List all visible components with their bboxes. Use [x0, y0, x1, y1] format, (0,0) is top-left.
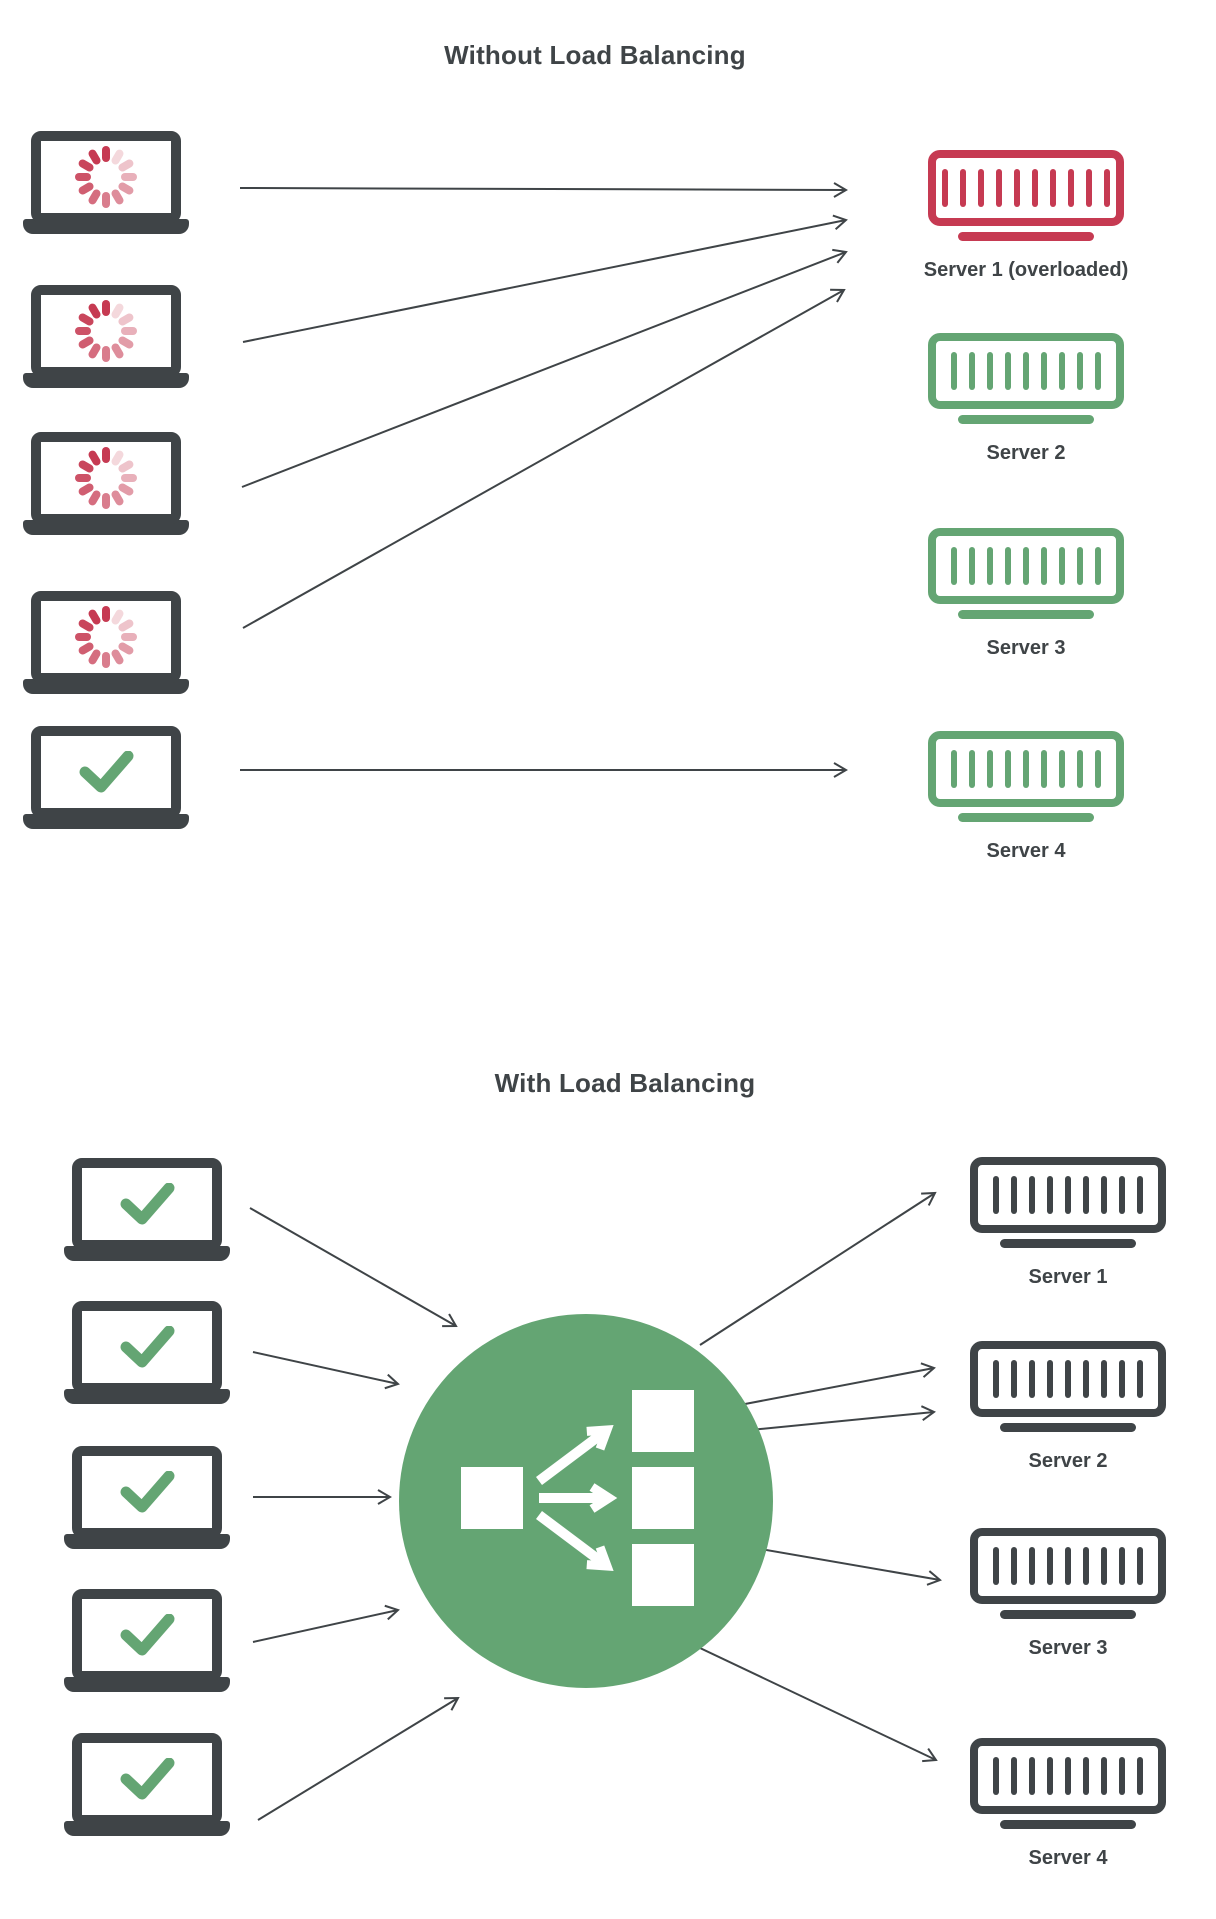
section-title-with-lb: With Load Balancing: [494, 1068, 756, 1098]
server-ticks: [982, 1746, 1154, 1806]
arrow-lb-server2b: [749, 1405, 936, 1431]
server-label: Server 3: [986, 637, 1066, 659]
check-icon: [120, 1614, 175, 1656]
server-label: Server 1 (overloaded): [923, 259, 1129, 281]
loading-spinner-icon: [74, 145, 138, 209]
laptop-screen: [31, 285, 181, 377]
check-icon: [120, 1471, 175, 1513]
arrow-client5-lb: [257, 1696, 460, 1821]
server-icon: [970, 1157, 1166, 1233]
check-icon: [120, 1758, 175, 1800]
client-laptop-2: [23, 285, 189, 389]
check-icon: [120, 1183, 175, 1225]
server-ticks: [940, 536, 1112, 596]
server-base: [958, 610, 1094, 619]
check-icon: [79, 751, 134, 793]
laptop-screen: [31, 591, 181, 683]
arrow-lb-server3: [754, 1547, 942, 1586]
laptop-screen: [31, 432, 181, 524]
section-title-without-lb: Without Load Balancing: [444, 40, 746, 70]
server-label: Server 4: [986, 840, 1066, 862]
arrow-lb-server4: [699, 1647, 938, 1763]
server-ticks: [940, 341, 1112, 401]
server-ticks: [982, 1536, 1154, 1596]
server-label: Server 2: [1028, 1450, 1108, 1472]
server-7: Server 3: [970, 1528, 1166, 1660]
laptop-screen: [72, 1733, 222, 1825]
server-icon: [970, 1528, 1166, 1604]
check-icon: [120, 1326, 175, 1368]
server-label: Server 4: [1028, 1847, 1108, 1869]
server-base: [1000, 1610, 1136, 1619]
server-6: Server 2: [970, 1341, 1166, 1473]
server-icon: [970, 1341, 1166, 1417]
server-3: Server 3: [928, 528, 1124, 660]
server-icon: [928, 333, 1124, 409]
server-icon: [928, 731, 1124, 807]
arrow-client3-server1: [241, 248, 848, 488]
arrow-client2-server1: [242, 214, 848, 343]
arrow-lb-server1: [699, 1191, 937, 1346]
client-laptop-4: [23, 591, 189, 695]
loading-spinner-icon: [74, 446, 138, 510]
server-label: Server 3: [1028, 1637, 1108, 1659]
laptop-screen: [31, 726, 181, 818]
server-icon: [970, 1738, 1166, 1814]
server-ticks: [982, 1165, 1154, 1225]
server-label: Server 1: [1028, 1266, 1108, 1288]
laptop-screen: [72, 1301, 222, 1393]
client-laptop-9: [64, 1589, 230, 1693]
loading-spinner-icon: [74, 299, 138, 363]
arrow-client4-lb: [252, 1604, 400, 1643]
load-balancer-icon: [461, 1390, 694, 1606]
server-2: Server 2: [928, 333, 1124, 465]
server-base: [958, 813, 1094, 822]
laptop-screen: [31, 131, 181, 223]
laptop-screen: [72, 1446, 222, 1538]
loading-spinner-icon: [74, 605, 138, 669]
client-laptop-8: [64, 1446, 230, 1550]
server-ticks: [982, 1349, 1154, 1409]
laptop-screen: [72, 1589, 222, 1681]
arrow-client4-server1: [242, 288, 846, 629]
client-laptop-7: [64, 1301, 230, 1405]
server-base: [1000, 1239, 1136, 1248]
arrow-client1-lb: [249, 1207, 458, 1328]
arrow-client1-server1: [239, 182, 848, 198]
server-base: [958, 232, 1094, 241]
server-label: Server 2: [986, 442, 1066, 464]
client-laptop-10: [64, 1733, 230, 1837]
load-balancer: [399, 1314, 773, 1688]
laptop-screen: [72, 1158, 222, 1250]
server-ticks: [940, 158, 1112, 218]
server-base: [1000, 1423, 1136, 1432]
client-laptop-1: [23, 131, 189, 235]
client-laptop-5: [23, 726, 189, 830]
server-icon: [928, 528, 1124, 604]
server-ticks: [940, 739, 1112, 799]
arrow-client2-lb: [252, 1351, 400, 1390]
client-laptop-6: [64, 1158, 230, 1262]
server-8: Server 4: [970, 1738, 1166, 1870]
server-1-overloaded: Server 1 (overloaded): [924, 150, 1128, 282]
server-5: Server 1: [970, 1157, 1166, 1289]
server-base: [1000, 1820, 1136, 1829]
client-laptop-3: [23, 432, 189, 536]
server-base: [958, 415, 1094, 424]
server-icon: [928, 150, 1124, 226]
server-4: Server 4: [928, 731, 1124, 863]
arrow-lb-server2a: [744, 1362, 936, 1405]
